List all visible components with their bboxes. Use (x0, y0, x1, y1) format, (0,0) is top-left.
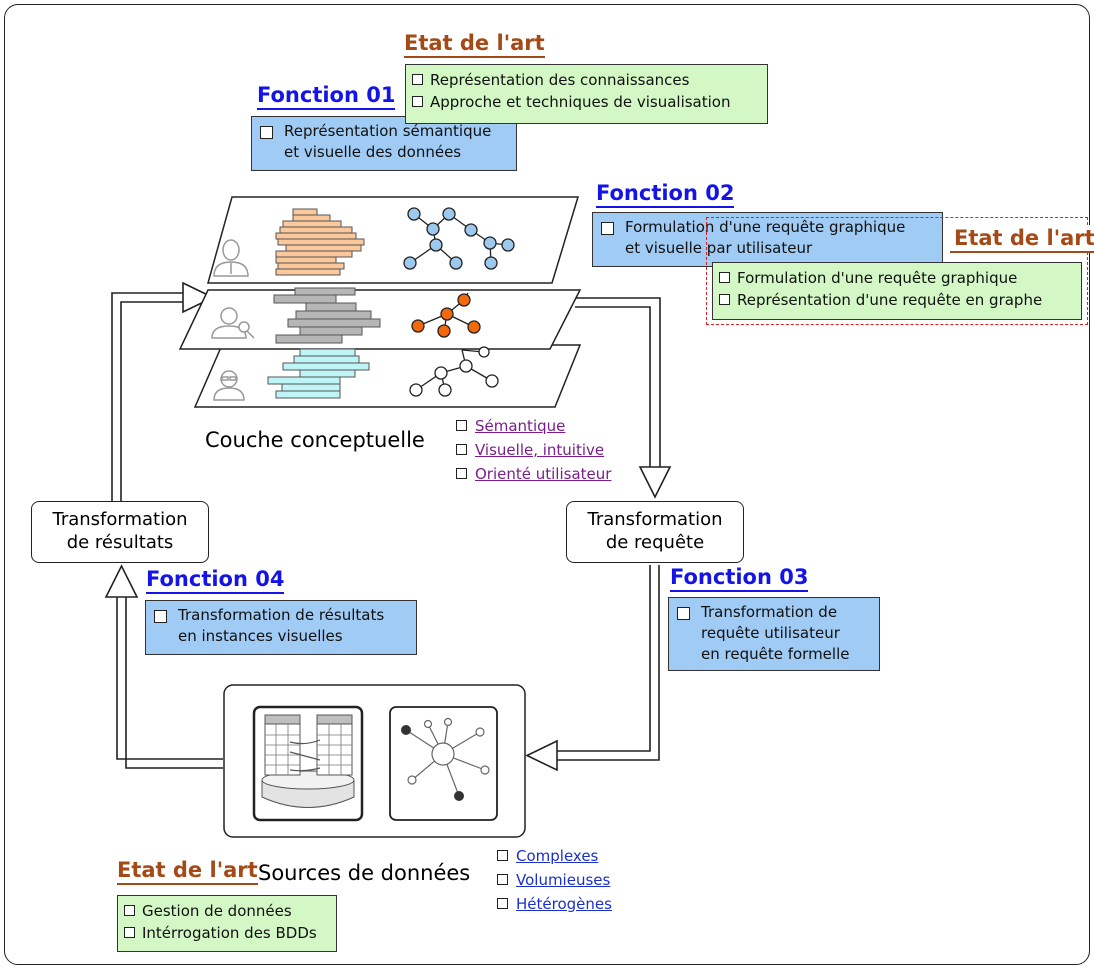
transformation-requete-line: de requête (605, 532, 705, 553)
fonction-02-box: Formulation d'une requête graphique et v… (592, 212, 943, 267)
etat-bottom-title: Etat de l'art (117, 857, 258, 885)
couche-prop: Orienté utilisateur (475, 465, 612, 483)
sources-props: Complexes Volumieuses Hétérogènes (494, 844, 612, 916)
checkbox-icon (154, 610, 167, 623)
developer-icon (213, 370, 245, 401)
fonction-03-line: en requête formelle (701, 645, 850, 663)
checkbox-icon (260, 126, 273, 139)
checkbox-icon (456, 420, 467, 431)
diagram-frame (4, 4, 1090, 965)
transformation-resultats-line: Transformation (52, 509, 188, 530)
analyst-icon (211, 307, 255, 339)
checkbox-icon (456, 444, 467, 455)
sources-de-donnees-label: Sources de données (258, 861, 471, 885)
relational-database-icon (252, 705, 364, 822)
fonction-02-title: Fonction 02 (596, 180, 735, 208)
transformation-requete-line: Transformation (587, 509, 723, 530)
bar-chart-orange (275, 208, 365, 276)
couche-props: Sémantique Visuelle, intuitive Orienté u… (453, 414, 611, 486)
graph-orange (411, 292, 481, 338)
fonction-03-line: Transformation de (701, 603, 838, 621)
checkbox-icon (719, 272, 730, 283)
etat-right-item: Représentation d'une requête en graphe (737, 291, 1043, 309)
etat-top-box: Représentation des connaissances Approch… (405, 64, 768, 124)
checkbox-icon (497, 898, 508, 909)
checkbox-icon (497, 850, 508, 861)
checkbox-icon (412, 74, 423, 85)
etat-right-title: Etat de l'art (950, 225, 1094, 253)
etat-bottom-box: Gestion de données Intérrogation des BDD… (117, 895, 337, 952)
fonction-04-line: Transformation de résultats (178, 606, 385, 624)
sources-prop: Hétérogènes (516, 895, 612, 913)
fonction-03-title: Fonction 03 (670, 564, 809, 592)
couche-conceptuelle-label: Couche conceptuelle (205, 428, 425, 452)
couche-prop: Sémantique (475, 417, 566, 435)
transformation-resultats-box: Transformation de résultats (31, 501, 209, 563)
graph-blue (403, 207, 515, 270)
checkbox-icon (719, 294, 730, 305)
checkbox-icon (677, 607, 690, 620)
data-sources-box (223, 684, 526, 838)
checkbox-icon (124, 905, 135, 916)
user-icon (213, 239, 249, 277)
sources-prop: Complexes (516, 847, 599, 865)
fonction-04-title: Fonction 04 (146, 566, 285, 594)
couche-prop: Visuelle, intuitive (475, 441, 605, 459)
right-flow-arrow (525, 297, 672, 772)
fonction-02-line: Formulation d'une requête graphique (625, 218, 906, 236)
etat-top-title: Etat de l'art (404, 30, 545, 58)
sources-prop: Volumieuses (516, 871, 611, 889)
fonction-01-line: Représentation sémantique (284, 122, 492, 140)
layer-user (207, 196, 580, 284)
left-flow-arrow (104, 281, 223, 769)
bar-chart-cyan (267, 348, 370, 399)
transformation-resultats-line: de résultats (66, 532, 174, 553)
etat-bottom-item: Intérrogation des BDDs (142, 924, 317, 942)
fonction-01-title: Fonction 01 (257, 82, 396, 110)
checkbox-icon (412, 96, 423, 107)
etat-bottom-item: Gestion de données (142, 902, 292, 920)
fonction-02-line: et visuelle par utilisateur (625, 239, 813, 257)
checkbox-icon (497, 874, 508, 885)
fonction-04-line: en instances visuelles (178, 627, 343, 645)
checkbox-icon (601, 222, 614, 235)
etat-top-item: Représentation des connaissances (430, 71, 690, 89)
graph-white (409, 346, 499, 397)
layer-developer (193, 344, 582, 408)
etat-top-item: Approche et techniques de visualisation (430, 93, 731, 111)
fonction-03-box: Transformation de requête utilisateur en… (668, 597, 880, 671)
checkbox-icon (456, 468, 467, 479)
etat-right-item: Formulation d'une requête graphique (737, 269, 1018, 287)
transformation-requete-box: Transformation de requête (566, 501, 744, 563)
fonction-01-line: et visuelle des données (284, 143, 462, 161)
etat-right-dashed-frame (706, 217, 1088, 325)
fonction-04-box: Transformation de résultats en instances… (145, 600, 417, 655)
bar-chart-gray (273, 287, 381, 344)
fonction-03-line: requête utilisateur (701, 624, 840, 642)
etat-right-box: Formulation d'une requête graphique Repr… (712, 262, 1082, 320)
fonction-01-box: Représentation sémantique et visuelle de… (251, 116, 517, 171)
checkbox-icon (124, 927, 135, 938)
graph-database-icon (389, 706, 498, 821)
conceptual-layer-stack (178, 196, 582, 408)
